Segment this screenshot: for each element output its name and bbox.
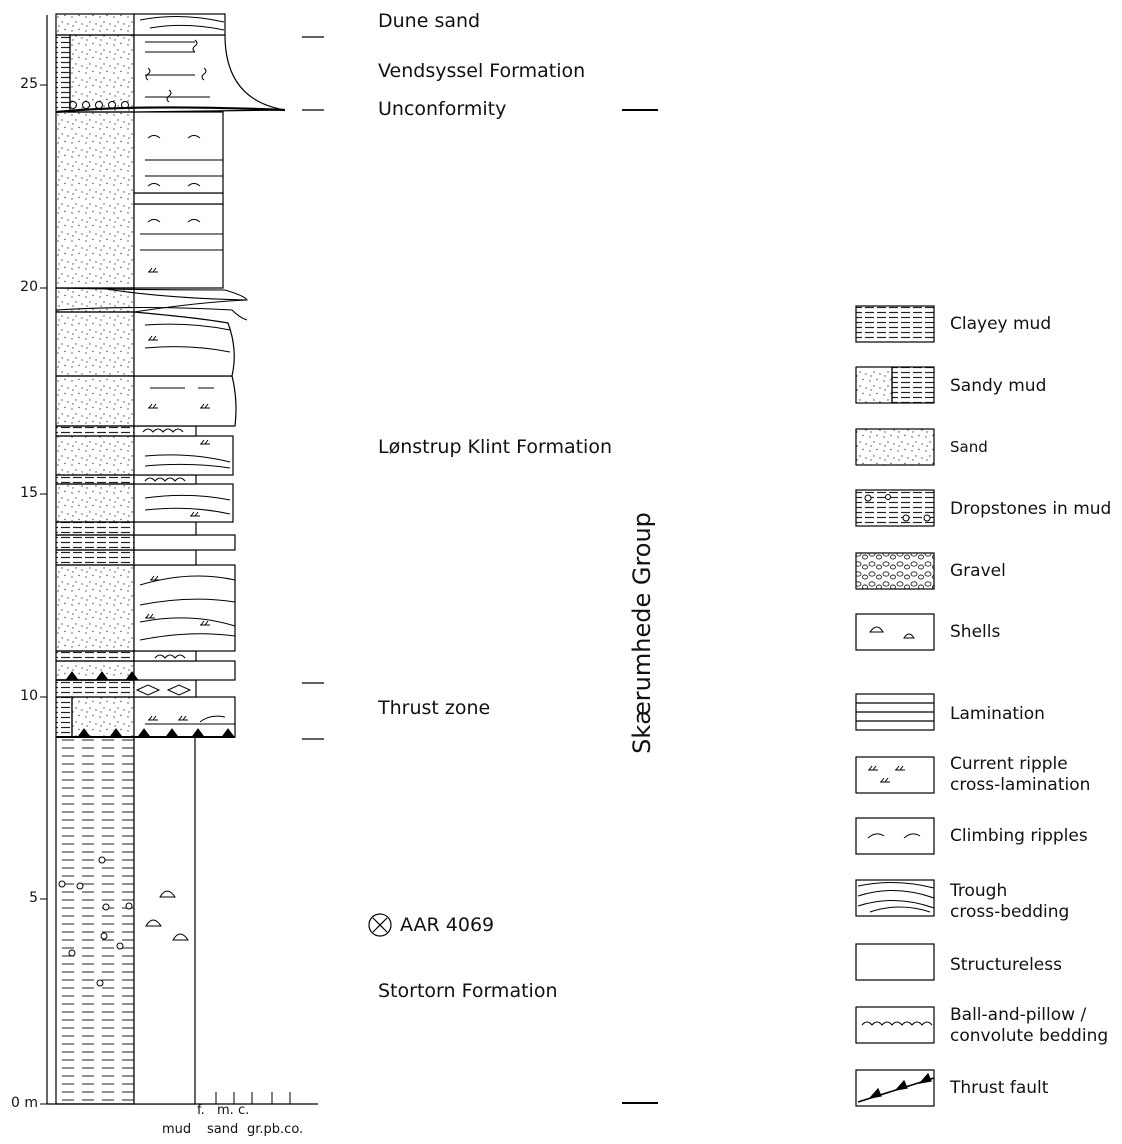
sample-label: AAR 4069 <box>400 914 495 936</box>
legend-label-structureless: Structureless <box>950 955 1062 975</box>
legend-label-current-ripple: Current ripple cross-lamination <box>950 754 1091 795</box>
legend-label-lamination: Lamination <box>950 704 1045 724</box>
legend-label-sandy-mud: Sandy mud <box>950 376 1047 396</box>
legend-label-climbing-ripples: Climbing ripples <box>950 826 1088 846</box>
legend-label-ball-and-pillow: Ball-and-pillow / convolute bedding <box>950 1005 1109 1046</box>
legend-label-shells: Shells <box>950 622 1001 642</box>
depth-axis <box>40 15 48 1105</box>
thrust-zone-label: Thrust zone <box>378 697 491 719</box>
legend-label-clayey-mud: Clayey mud <box>950 314 1052 334</box>
dune-sand-label: Dune sand <box>378 10 481 32</box>
unconformity-label: Unconformity <box>378 98 507 120</box>
lonstrup-klint-formation-label: Lønstrup Klint Formation <box>378 436 613 458</box>
grain-label-fine: f. <box>197 1103 205 1118</box>
grain-label-mud: mud <box>162 1122 192 1137</box>
structure-column <box>133 13 286 1105</box>
depth-tick-10: 10 <box>20 688 38 704</box>
sedimentary-structures <box>56 15 236 1104</box>
vendsyssel-formation-label: Vendsyssel Formation <box>378 60 586 82</box>
grain-label-sand: sand <box>207 1122 239 1137</box>
grain-label-medium: m. <box>217 1103 234 1118</box>
depth-tick-5: 5 <box>29 890 38 906</box>
legend-swatches <box>855 305 935 1107</box>
depth-tick-15: 15 <box>20 485 38 501</box>
skaerumhede-group-label: Skærumhede Group <box>628 512 656 754</box>
legend-label-thrust-fault: Thrust fault <box>950 1078 1049 1098</box>
bed-boundaries <box>55 106 286 321</box>
grain-label-gravel-pebble-cobble: gr.pb.co. <box>247 1122 304 1137</box>
legend-label-gravel: Gravel <box>950 561 1006 581</box>
legend-label-trough: Trough cross-bedding <box>950 881 1070 922</box>
grain-label-coarse: c. <box>238 1103 250 1118</box>
depth-tick-25: 25 <box>20 76 38 92</box>
depth-tick-0: 0 m <box>11 1095 38 1111</box>
legend-label-sand: Sand <box>950 438 988 456</box>
stortorn-formation-label: Stortorn Formation <box>378 980 558 1002</box>
boundary-markers <box>302 36 658 1104</box>
sample-location-icon <box>368 913 392 937</box>
depth-tick-20: 20 <box>20 279 38 295</box>
legend-label-dropstones: Dropstones in mud <box>950 499 1112 519</box>
lithology-column <box>55 13 135 1105</box>
